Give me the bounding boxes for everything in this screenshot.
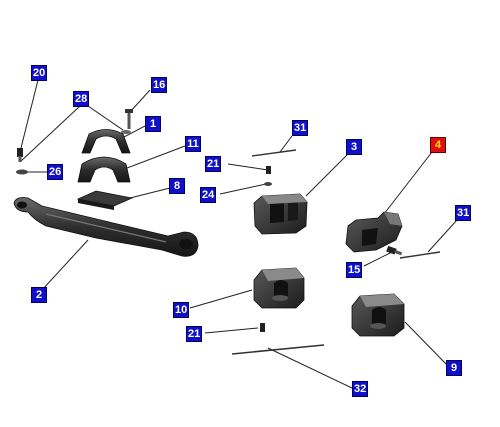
callout-4-selected[interactable]: 4 [430, 137, 446, 153]
callout-2[interactable]: 2 [31, 287, 47, 303]
callout-10[interactable]: 10 [173, 302, 190, 318]
callout-26[interactable]: 26 [47, 164, 64, 180]
callout-3[interactable]: 3 [346, 139, 362, 155]
rod-31-part [251, 149, 297, 157]
mount-9-part [351, 293, 405, 337]
callout-32[interactable]: 32 [352, 381, 369, 397]
pin-21-lower-part [260, 323, 265, 332]
pad-11-part [77, 156, 131, 183]
callout-21-lower[interactable]: 21 [186, 326, 203, 342]
mount-10-part [253, 267, 305, 309]
callout-24[interactable]: 24 [200, 187, 217, 203]
callout-1[interactable]: 1 [145, 116, 161, 132]
bolt-20-part [17, 148, 23, 162]
rod-31-right-part [399, 251, 441, 259]
bolt-15-part [386, 245, 403, 256]
washer-24-part [264, 182, 272, 186]
washer-26-part [16, 169, 28, 175]
leader-lines [19, 79, 458, 389]
callout-15[interactable]: 15 [346, 262, 363, 278]
bracket-3-part [253, 193, 308, 235]
rod-32-part [231, 344, 325, 355]
bolt-16-part [125, 109, 133, 129]
callout-20[interactable]: 20 [31, 65, 48, 81]
callout-11[interactable]: 11 [185, 136, 201, 152]
pin-21-part [266, 166, 271, 174]
callout-31-right[interactable]: 31 [455, 205, 472, 221]
callout-28[interactable]: 28 [73, 91, 90, 107]
callout-8[interactable]: 8 [169, 178, 185, 194]
stabilizer-bar-2-part [13, 197, 199, 257]
callout-21-upper[interactable]: 21 [205, 156, 222, 172]
bracket-4-part [345, 211, 403, 253]
callout-9[interactable]: 9 [446, 360, 462, 376]
callout-16[interactable]: 16 [151, 77, 168, 93]
clamp-1-part [81, 129, 131, 154]
washer-28-part [121, 130, 131, 134]
callout-31-upper[interactable]: 31 [292, 120, 309, 136]
